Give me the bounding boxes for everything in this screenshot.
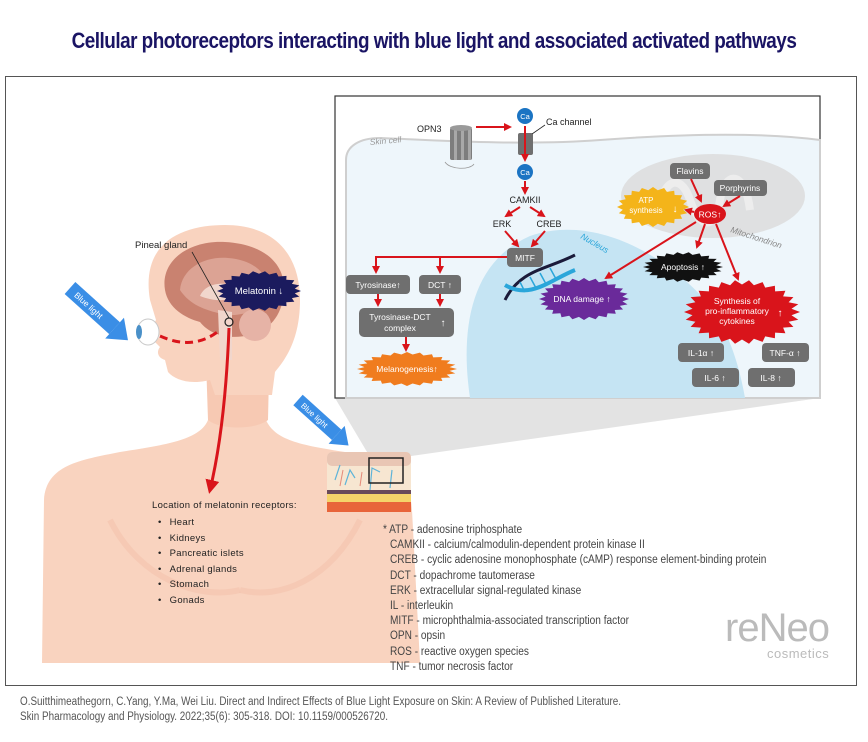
svg-text:TNF-α ↑: TNF-α ↑ <box>770 348 801 358</box>
svg-text:Ca: Ca <box>520 168 530 177</box>
citation: O.Suitthimeathegorn, C.Yang, Y.Ma, Wei L… <box>20 695 621 725</box>
receptor-item: Pancreatic islets <box>158 546 297 562</box>
svg-text:↑: ↑ <box>441 318 446 329</box>
ca-channel-label: Ca channel <box>546 117 592 127</box>
svg-text:Synthesis of: Synthesis of <box>714 296 761 306</box>
svg-text:DNA damage ↑: DNA damage ↑ <box>553 294 610 304</box>
logo-wordmark: reNeo <box>725 606 830 650</box>
svg-text:Melatonin ↓: Melatonin ↓ <box>235 286 284 297</box>
zoom-wedge <box>335 398 820 457</box>
abbreviation-item: IL - interleukin <box>390 600 454 613</box>
svg-text:↑: ↑ <box>778 308 783 319</box>
svg-text:synthesis: synthesis <box>629 206 662 215</box>
porphyrins-box: Porphyrins <box>714 180 767 196</box>
ca-ion-bottom: Ca <box>517 164 533 180</box>
melatonin-receptors-list: Location of melatonin receptors: Heart K… <box>152 500 297 609</box>
abbreviation-item: ROS - reactive oxygen species <box>390 645 529 658</box>
svg-text:IL-8 ↑: IL-8 ↑ <box>760 373 781 383</box>
abbreviation-item: DCT - dopachrome tautomerase <box>390 569 535 582</box>
abbreviation-item: MITF - microphthalmia-associated transcr… <box>390 615 630 628</box>
mitf-box: MITF <box>507 248 543 267</box>
abbreviation-item: ERK - extracellular signal-regulated kin… <box>390 584 582 597</box>
melanogenesis-badge: Melanogenesis↑ <box>357 352 457 386</box>
camkii-label: CAMKII <box>509 195 540 205</box>
svg-text:Porphyrins: Porphyrins <box>720 183 761 193</box>
svg-text:Ca: Ca <box>520 112 530 121</box>
svg-text:complex: complex <box>384 323 416 333</box>
creb-label: CREB <box>536 219 561 229</box>
cytokines-badge: Synthesis of pro-inflammatory cytokines … <box>684 280 800 344</box>
receptor-item: Heart <box>158 515 297 531</box>
apoptosis-badge: Apoptosis ↑ <box>643 252 723 282</box>
ros-badge: ROS↑ <box>694 204 726 224</box>
dna-helix-icon <box>503 253 576 301</box>
page-title: Cellular photoreceptors interacting with… <box>71 28 797 53</box>
citation-line-2: Skin Pharmacology and Physiology. 2022;3… <box>20 711 389 723</box>
svg-text:Melanogenesis↑: Melanogenesis↑ <box>376 364 437 374</box>
abbreviation-item: * ATP - adenosine triphosphate <box>382 524 523 536</box>
opn3-label: OPN3 <box>417 124 442 134</box>
reneo-logo: reNeo cosmetics <box>725 606 830 661</box>
melatonin-badge: Melatonin ↓ <box>217 271 301 311</box>
erk-label: ERK <box>493 219 512 229</box>
svg-text:Tyrosinase-DCT: Tyrosinase-DCT <box>369 312 430 322</box>
tyrosinase-box: Tyrosinase↑ <box>346 275 410 294</box>
dct-box: DCT ↑ <box>419 275 461 294</box>
abbreviation-item: CAMKII - calcium/calmodulin-dependent pr… <box>390 539 645 552</box>
svg-text:cytokines: cytokines <box>719 316 754 326</box>
optic-pathway-line <box>159 328 221 344</box>
svg-text:Flavins: Flavins <box>677 166 704 176</box>
citation-line-1: O.Suitthimeathegorn, C.Yang, Y.Ma, Wei L… <box>20 696 622 708</box>
svg-text:MITF: MITF <box>515 253 535 263</box>
opn3-receptor <box>444 125 475 169</box>
il1a-box: IL-1α ↑ <box>678 343 724 362</box>
melatonin-signal-arrow <box>205 327 231 494</box>
skin-cell-label: Skin cell <box>369 134 403 147</box>
abbreviation-item: OPN - opsin <box>390 630 446 643</box>
receptor-item: Stomach <box>158 577 297 593</box>
abbreviation-item: CREB - cyclic adenosine monophosphate (c… <box>390 554 767 567</box>
svg-text:Tyrosinase↑: Tyrosinase↑ <box>355 280 400 290</box>
svg-text:IL-1α ↑: IL-1α ↑ <box>688 348 714 358</box>
svg-text:pro-inflammatory: pro-inflammatory <box>705 306 770 316</box>
atp-synthesis-badge: ATP synthesis ↓ <box>617 187 689 227</box>
abbreviations-legend: * ATP - adenosine triphosphate CAMKII - … <box>383 523 767 675</box>
blue-light-arrow-eye: Blue light <box>64 282 128 341</box>
tnfa-box: TNF-α ↑ <box>762 343 809 362</box>
il6-box: IL-6 ↑ <box>692 368 739 387</box>
flavins-box: Flavins <box>670 163 710 179</box>
receptor-item: Adrenal glands <box>158 562 297 578</box>
receptors-heading: Location of melatonin receptors: <box>152 500 297 511</box>
skin-cross-section <box>327 452 411 512</box>
receptor-item: Gonads <box>158 593 297 609</box>
il8-box: IL-8 ↑ <box>748 368 795 387</box>
abbreviation-item: TNF - tumor necrosis factor <box>390 660 514 673</box>
svg-text:DCT ↑: DCT ↑ <box>428 280 452 290</box>
pineal-gland-label: Pineal gland <box>135 240 187 251</box>
logo-subtitle: cosmetics <box>767 646 830 661</box>
svg-text:IL-6 ↑: IL-6 ↑ <box>704 373 725 383</box>
tyrosinase-dct-complex-box: Tyrosinase-DCT complex ↑ <box>359 308 454 337</box>
svg-text:ATP: ATP <box>639 196 654 205</box>
ca-ion-top: Ca <box>517 108 533 124</box>
svg-text:↓: ↓ <box>673 204 678 215</box>
dna-damage-badge: DNA damage ↑ <box>539 278 629 320</box>
receptor-item: Kidneys <box>158 531 297 547</box>
svg-text:Apoptosis ↑: Apoptosis ↑ <box>661 262 705 272</box>
svg-text:ROS↑: ROS↑ <box>699 210 722 220</box>
